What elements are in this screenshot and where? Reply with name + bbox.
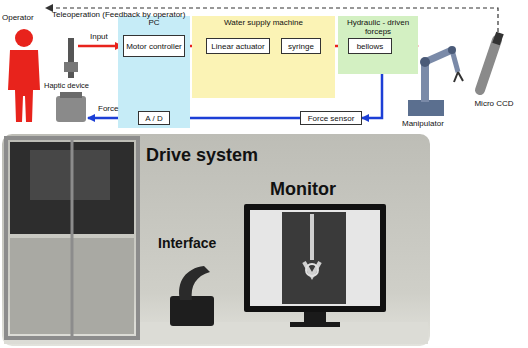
annotation-label: Input: [90, 33, 108, 42]
box-label: Motor controller: [126, 42, 182, 51]
forceps-band: Hydraulic - driven forceps bellows: [338, 16, 418, 74]
annotation-label: Teleoperation (Feedback by operator): [52, 11, 185, 20]
group-heading: Hydraulic - driven forceps: [338, 16, 418, 36]
annotation-label: Manipulator: [402, 120, 444, 129]
group-heading: Water supply machine: [192, 16, 335, 27]
box-label: A / D: [145, 114, 162, 123]
box-label: Linear actuator: [211, 42, 264, 51]
process-box: A / D: [138, 111, 170, 125]
photo: [2, 134, 430, 346]
annotation-label: Drive system: [146, 146, 258, 166]
annotation-label: Haptic device: [44, 82, 89, 90]
process-box: Motor controller: [123, 35, 185, 57]
process-box: Linear actuator: [206, 38, 270, 54]
box-label: Force sensor: [308, 114, 355, 123]
box-label: syringe: [288, 42, 314, 51]
ccd-camera-icon: [480, 33, 500, 90]
process-box: Force sensor: [300, 111, 362, 125]
pc-band: PCMotor controllerA / D: [118, 16, 190, 128]
annotation-label: Interface: [158, 236, 216, 251]
operator-figure: [8, 29, 40, 122]
process-box: bellows: [348, 38, 392, 54]
box-label: bellows: [357, 42, 384, 51]
annotation-label: Monitor: [270, 180, 336, 200]
annotation-label: Operator: [2, 14, 34, 23]
process-box: syringe: [281, 38, 321, 54]
annotation-label: Micro CCD: [472, 100, 516, 109]
haptic-device-icon: [56, 38, 86, 122]
input-arrow: [78, 45, 122, 48]
annotation-label: Force: [98, 105, 118, 114]
water-supply-band: Water supply machineLinear actuator syrin…: [192, 16, 335, 98]
